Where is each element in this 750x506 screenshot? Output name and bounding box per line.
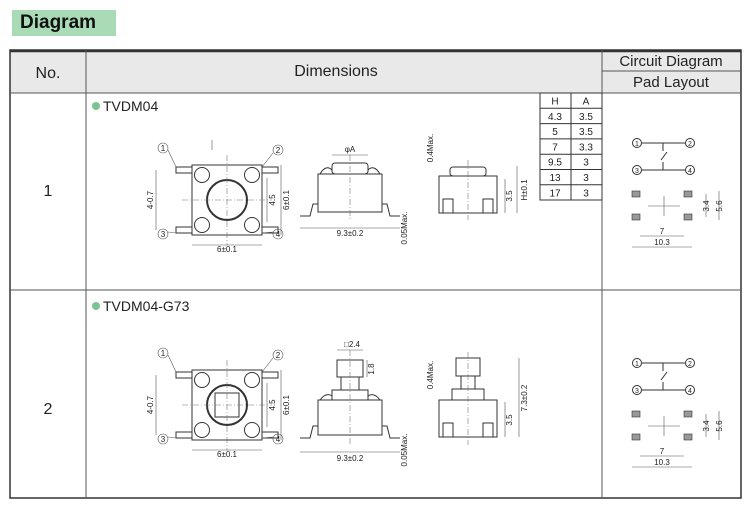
ha-cell: 5 (552, 127, 558, 138)
row-1-side-view: φA 9.3±0.2 0.05Max. (300, 145, 409, 244)
ha-cell: 3 (583, 173, 589, 184)
ha-cell: 9.5 (548, 158, 562, 169)
ha-cell: 3.5 (579, 112, 593, 123)
pad-dim-outer_v: 5.6 (715, 420, 724, 432)
row-2-no: 2 (44, 401, 53, 418)
pin-3-label: 3 (161, 435, 166, 444)
ha-cell: 17 (549, 188, 561, 199)
header-circuit-diagram: Circuit Diagram (619, 53, 722, 70)
dim-total-h: 7.3±0.2 (520, 384, 529, 411)
dim-top: 0.4Max. (426, 134, 435, 162)
dim-width: 6±0.1 (217, 245, 238, 254)
dim-pins: 4-0.7 (146, 395, 155, 414)
row-1-front-view: 0.4Max. 3.5 H±0.1 (426, 134, 529, 220)
dim-side: 6±0.1 (282, 394, 291, 415)
row-2-circuit-pad: 1 2 3 4 3.4 5.6 7 10.3 (631, 358, 724, 468)
circuit-pin-3: 3 (635, 388, 639, 395)
pad-icon (631, 433, 641, 441)
pad-dim-pitch_h: 7 (660, 447, 665, 456)
bullet-icon (92, 302, 100, 310)
dim-pins: 4-0.7 (146, 190, 155, 209)
header-no: No. (36, 65, 61, 82)
ha-cell: 3 (583, 158, 589, 169)
pin-4-label: 4 (276, 230, 281, 239)
header-pad-layout: Pad Layout (633, 74, 710, 91)
pin-1-label: 1 (161, 144, 166, 153)
pad-icon (683, 190, 693, 198)
dim-length: 9.3±0.2 (337, 454, 364, 463)
ha-cell: 4.3 (548, 112, 562, 123)
pin-3-label: 3 (161, 230, 166, 239)
row-2-front-view: 0.4Max. 3.5 7.3±0.2 (426, 352, 529, 445)
circuit-pin-4: 4 (688, 388, 692, 395)
pad-icon (683, 213, 693, 221)
pad-icon (631, 190, 641, 198)
row-1-model: TVDM04 (103, 98, 158, 114)
pad-dim-pitch_v: 3.4 (702, 200, 711, 212)
pad-icon (631, 410, 641, 418)
pin-2-label: 2 (276, 146, 281, 155)
dim-length: 9.3±0.2 (337, 229, 364, 238)
pad-dim-pitch_v: 3.4 (702, 420, 711, 432)
pad-dim-outer_v: 5.6 (715, 200, 724, 212)
ha-cell: 3.3 (579, 142, 593, 153)
ha-cell: 13 (549, 173, 561, 184)
row-1-circuit-pad: 1 2 3 4 3.4 5.6 7 10.3 (631, 138, 724, 248)
circuit-pin-2: 2 (688, 361, 692, 368)
dim-cap-h: 1.8 (367, 363, 376, 375)
dim-inner: 4.5 (268, 399, 277, 411)
bullet-icon (92, 102, 100, 110)
ha-header: A (583, 97, 590, 108)
ha-cell: 3.5 (579, 127, 593, 138)
dim-cap: φA (345, 145, 356, 154)
circuit-pin-3: 3 (635, 168, 639, 175)
h-a-table: H A 4.3 3.5 5 3.5 7 3.3 9.5 3 13 3 17 3 (539, 92, 603, 201)
switch-icon (660, 151, 668, 161)
ha-cell: 3 (583, 188, 589, 199)
dim-flat: 0.05Max. (400, 434, 409, 467)
dim-inner: 4.5 (268, 194, 277, 206)
dim-total-h: H±0.1 (520, 179, 529, 201)
ha-header: H (551, 97, 558, 108)
row-2-side-view: □2.4 1.8 9.3±0.2 0.05Max. (300, 340, 409, 466)
dim-body-h: 3.5 (505, 190, 514, 202)
table-border (9, 49, 742, 499)
ha-cell: 7 (552, 142, 558, 153)
dim-side: 6±0.1 (282, 189, 291, 210)
section-title: Diagram (12, 10, 116, 36)
pad-dim-pitch_h: 7 (660, 227, 665, 236)
circuit-pin-4: 4 (688, 168, 692, 175)
circuit-pin-2: 2 (688, 141, 692, 148)
row-1-no: 1 (44, 183, 53, 200)
header-dimensions: Dimensions (294, 63, 378, 80)
pad-icon (631, 213, 641, 221)
pad-dim-outer_h: 10.3 (654, 458, 670, 467)
pad-dim-outer_h: 10.3 (654, 238, 670, 247)
dim-flat: 0.05Max. (400, 212, 409, 245)
pin-1-label: 1 (161, 349, 166, 358)
dim-top: 0.4Max. (426, 361, 435, 389)
circuit-pin-1: 1 (635, 361, 639, 368)
row-2-model: TVDM04-G73 (103, 298, 190, 314)
circuit-pin-1: 1 (635, 141, 639, 148)
pad-icon (683, 433, 693, 441)
dim-body-h: 3.5 (505, 414, 514, 426)
row-1-top-view: 1 2 3 4 4-0.7 4.5 6±0.1 6±0.1 (146, 140, 291, 254)
pin-4-label: 4 (276, 435, 281, 444)
pad-icon (683, 410, 693, 418)
switch-icon (660, 371, 668, 381)
dim-cap: □2.4 (344, 340, 361, 349)
row-2-top-view: 1 2 3 4 4-0.7 4.5 6±0.1 6±0.1 (146, 347, 291, 459)
pin-2-label: 2 (276, 351, 281, 360)
dim-width: 6±0.1 (217, 450, 238, 459)
